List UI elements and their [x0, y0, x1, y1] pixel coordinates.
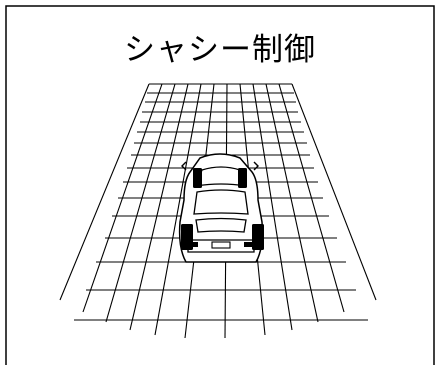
vehicle-icon	[178, 153, 264, 263]
page-title: シャシー制御	[124, 32, 316, 68]
